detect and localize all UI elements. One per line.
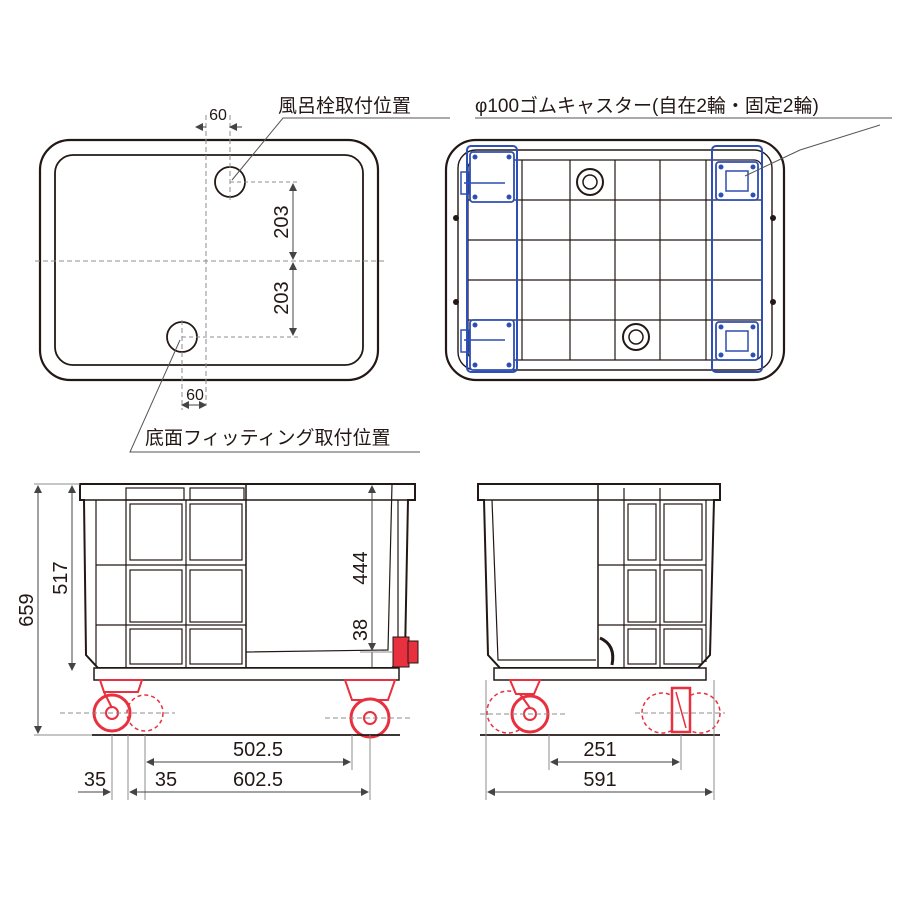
faucet-icon — [392, 636, 419, 668]
label-casters: φ100ゴムキャスター(自在2輪・固定2輪) — [475, 95, 819, 117]
dim-caster-span: 502.5 — [233, 739, 283, 761]
dim-side-caster-span: 251 — [583, 739, 616, 761]
dim-overall-length: 602.5 — [233, 769, 283, 791]
dim-top-span-upper: 203 — [271, 205, 293, 238]
dim-overall-width: 591 — [583, 769, 616, 791]
dim-inner-depth: 444 — [350, 551, 372, 584]
caster-wheel-icon — [641, 686, 721, 734]
dim-side-mid: 35 — [155, 769, 177, 791]
dim-overall-height: 659 — [16, 593, 38, 626]
label-bottom-fitting-position: 底面フィッティング取付位置 — [145, 427, 390, 449]
dim-body-height: 517 — [50, 561, 72, 594]
side-view: 251 591 — [477, 483, 725, 800]
dim-side-left: 35 — [84, 769, 106, 791]
dim-top-offset-lower: 60 — [186, 387, 204, 404]
top-view: 203 203 60 60 風呂栓取付位置 底面フィッティング取付位置 — [35, 95, 450, 453]
dim-fitting-height: 38 — [350, 619, 372, 641]
caster-wheel-icon — [486, 679, 550, 734]
front-view: 659 517 444 38 502.5 602.5 35 35 — [16, 483, 419, 800]
caster-wheel-icon — [92, 679, 164, 733]
dim-top-span-lower: 203 — [271, 281, 293, 314]
caster-wheel-icon — [343, 679, 397, 739]
dim-top-offset-upper: 60 — [209, 107, 227, 124]
caster-plate-icon — [469, 151, 759, 371]
label-faucet-position: 風呂栓取付位置 — [278, 95, 411, 117]
bottom-view: φ100ゴムキャスター(自在2輪・固定2輪) — [444, 95, 892, 382]
